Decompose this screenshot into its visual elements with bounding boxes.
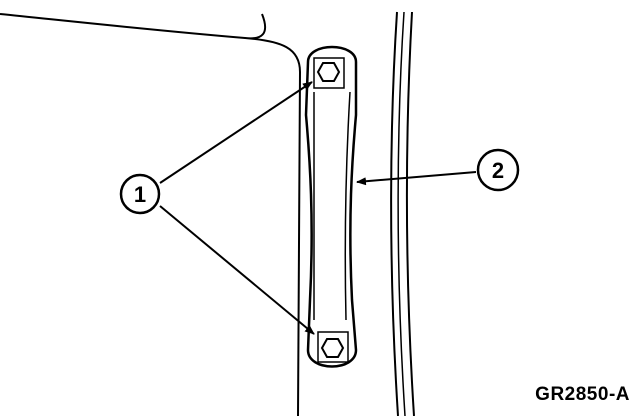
pillar-line-1 [390,11,399,416]
callout-2-label: 2 [492,158,504,183]
bolt-bottom-icon [320,338,345,358]
leader-arrow-1-top [159,81,313,184]
bracket-inner [313,91,351,321]
leader-arrow-2 [356,171,477,186]
pillar-line-2 [397,11,406,416]
leader-arrow-1-bottom [159,205,315,335]
bolt-seat-top [313,57,345,89]
bolt-seat-bottom [317,331,349,363]
figure-id-label: GR2850-A [535,384,630,405]
panel-outline [0,13,302,416]
callout-1-label: 1 [134,182,146,207]
bolt-top-icon [316,62,341,82]
bracket-outer [304,45,358,368]
pillar-line-3 [406,11,415,416]
callout-1: 1 [119,173,161,215]
callout-2: 2 [476,148,520,192]
